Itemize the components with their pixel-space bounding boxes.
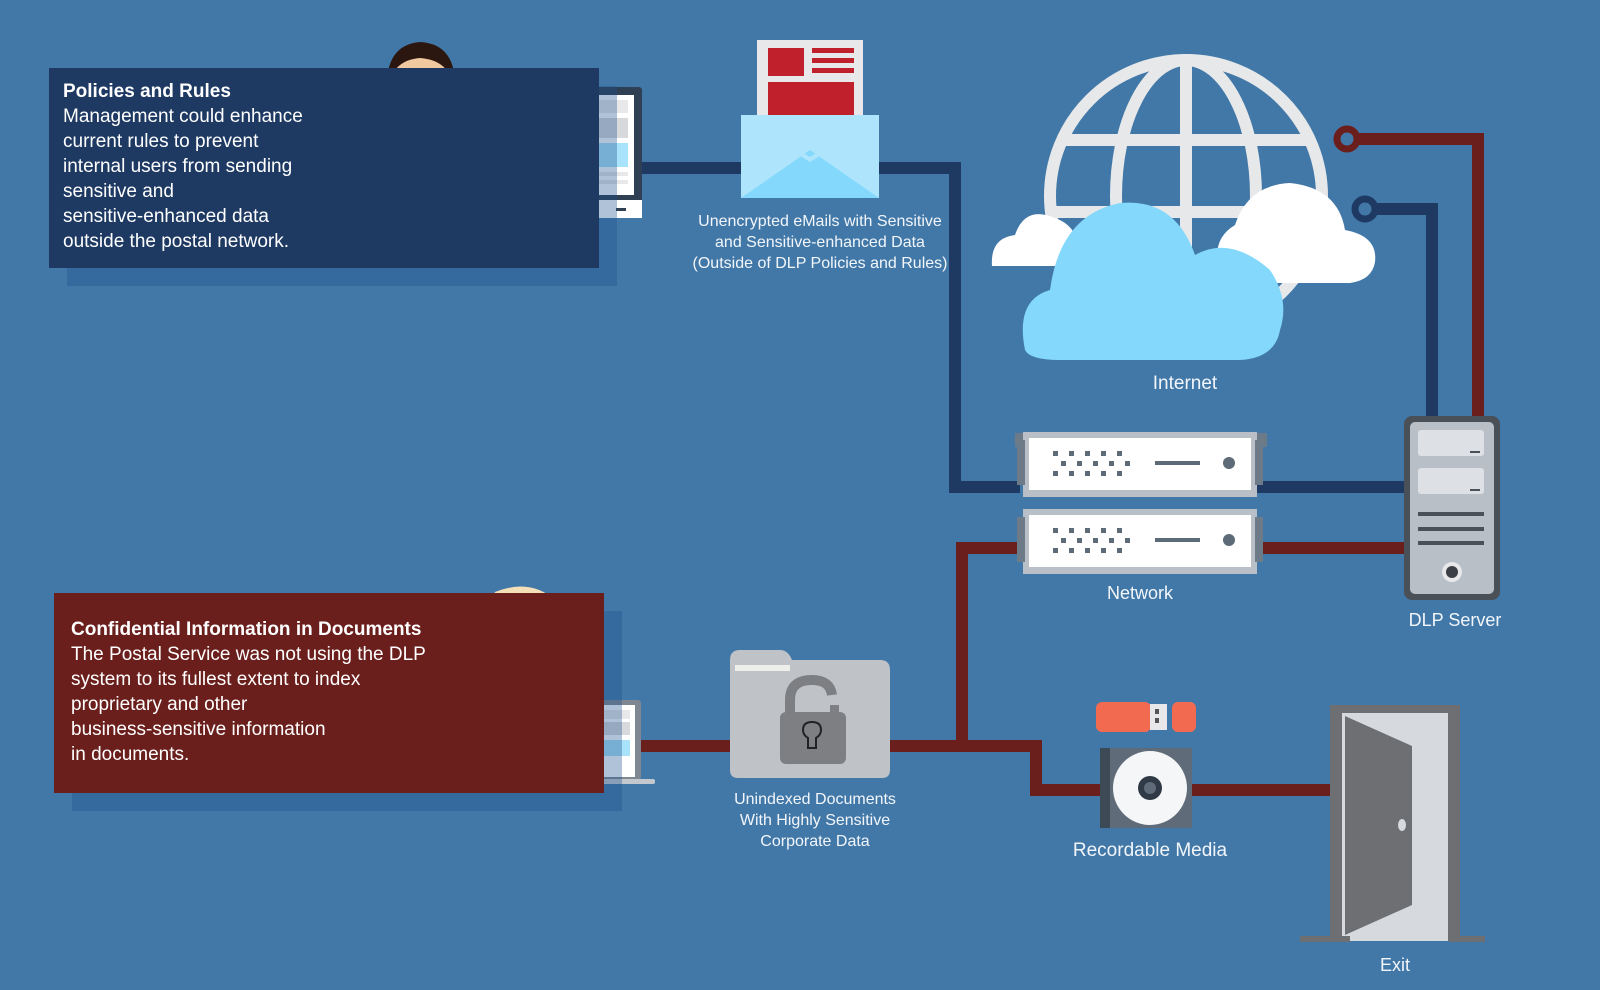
dlp-server-label: DLP Server xyxy=(1408,610,1502,630)
recordable-media-label: Recordable Media xyxy=(1072,840,1228,861)
edge-documents-media xyxy=(962,740,1110,796)
documents-label: Unindexed Documents With Highly Sensitiv… xyxy=(734,791,896,850)
connector-node-red xyxy=(1333,125,1361,153)
network-label: Network xyxy=(1106,583,1173,603)
cd-icon xyxy=(1100,748,1192,828)
exit-label: Exit xyxy=(1379,955,1410,975)
connector-node-navy xyxy=(1351,195,1379,223)
internet-label: Internet xyxy=(1152,373,1218,394)
confidential-panel: Confidential Information in Documents Th… xyxy=(54,593,604,793)
confidential-title: Confidential Information in Documents xyxy=(71,619,422,640)
server-tower-icon xyxy=(1404,416,1500,600)
edge-documents-network xyxy=(880,542,1020,752)
edge-dlp-internet-navy xyxy=(1365,203,1438,418)
email-label: Unencrypted eMails with Sensitive and Se… xyxy=(692,213,948,272)
globe-cloud-icon xyxy=(991,54,1376,360)
policies-body: Management could enhance current rules t… xyxy=(63,106,303,252)
confidential-body: The Postal Service was not using the DLP… xyxy=(71,644,426,765)
unlocked-folder-icon xyxy=(730,650,890,778)
policies-title: Policies and Rules xyxy=(63,81,231,102)
envelope-icon xyxy=(741,40,879,198)
edge-dlp-internet-red xyxy=(1347,133,1484,418)
policies-panel: Policies and Rules Management could enha… xyxy=(49,68,599,268)
open-door-icon xyxy=(1300,705,1485,942)
connectors xyxy=(640,125,1484,804)
usb-drive-icon xyxy=(1096,702,1196,732)
network-switch-icon xyxy=(1015,432,1267,574)
